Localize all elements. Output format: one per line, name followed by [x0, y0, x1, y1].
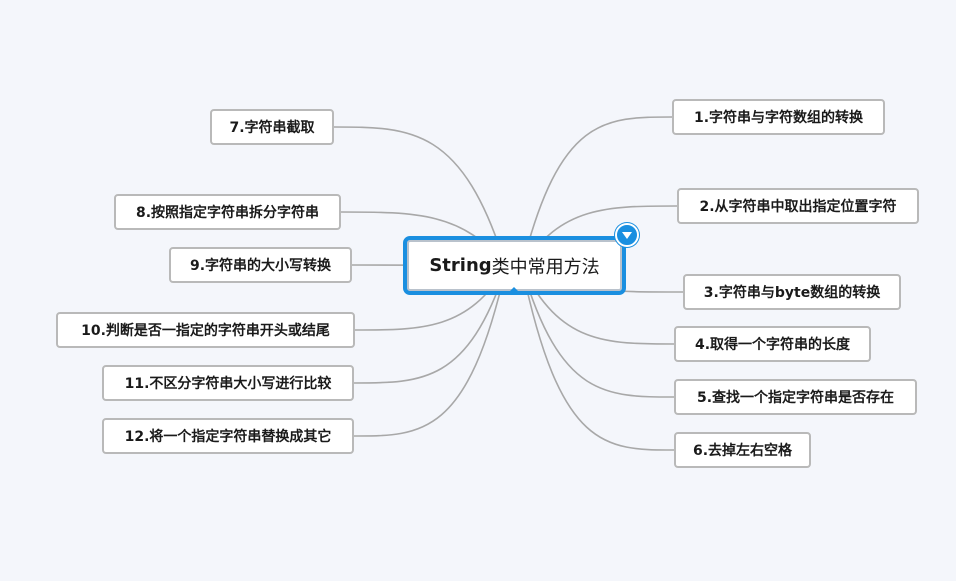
connector-line [521, 266, 675, 398]
topic-node[interactable]: 6.去掉左右空格 [674, 432, 811, 468]
topic-node[interactable]: 7.字符串截取 [210, 109, 334, 145]
topic-node[interactable]: 3.字符串与byte数组的转换 [683, 274, 901, 310]
topic-label: 12.将一个指定字符串替换成其它 [124, 429, 332, 445]
connector-line [353, 266, 507, 384]
topic-node[interactable]: 5.查找一个指定字符串是否存在 [674, 379, 917, 415]
topic-node[interactable]: 2.从字符串中取出指定位置字符 [677, 188, 919, 224]
topic-node[interactable]: 8.按照指定字符串拆分字符串 [114, 194, 341, 230]
topic-node[interactable]: 11.不区分字符串大小写进行比较 [102, 365, 354, 401]
topic-node[interactable]: 1.字符串与字符数组的转换 [672, 99, 885, 135]
topic-label: 4.取得一个字符串的长度 [694, 337, 851, 353]
connector-line [333, 126, 507, 268]
topic-label: 6.去掉左右空格 [692, 443, 793, 459]
connector-line [521, 116, 673, 268]
topic-label: 8.按照指定字符串拆分字符串 [135, 205, 320, 221]
topic-label: 2.从字符串中取出指定位置字符 [699, 199, 897, 215]
chevron-down-icon [622, 231, 632, 239]
connector-line [521, 266, 675, 451]
topic-label: 1.字符串与字符数组的转换 [693, 110, 864, 126]
topic-node[interactable]: 10.判断是否一指定的字符串开头或结尾 [56, 312, 355, 348]
root-title-en: String [429, 255, 492, 276]
root-title-cn: 类中常用方法 [491, 256, 600, 278]
topic-label: 11.不区分字符串大小写进行比较 [124, 376, 332, 392]
topic-label: 5.查找一个指定字符串是否存在 [696, 390, 895, 406]
topic-label: 7.字符串截取 [229, 120, 315, 136]
connector-line [353, 266, 507, 437]
topic-node[interactable]: 9.字符串的大小写转换 [169, 247, 352, 283]
root-anchor-notch [508, 287, 520, 293]
topic-label: 3.字符串与byte数组的转换 [703, 285, 881, 301]
topic-node[interactable]: 12.将一个指定字符串替换成其它 [102, 418, 354, 454]
topic-label: 10.判断是否一指定的字符串开头或结尾 [81, 323, 330, 339]
collapse-button[interactable] [615, 223, 639, 247]
topic-label: 9.字符串的大小写转换 [189, 258, 332, 274]
topic-node[interactable]: 4.取得一个字符串的长度 [674, 326, 871, 362]
